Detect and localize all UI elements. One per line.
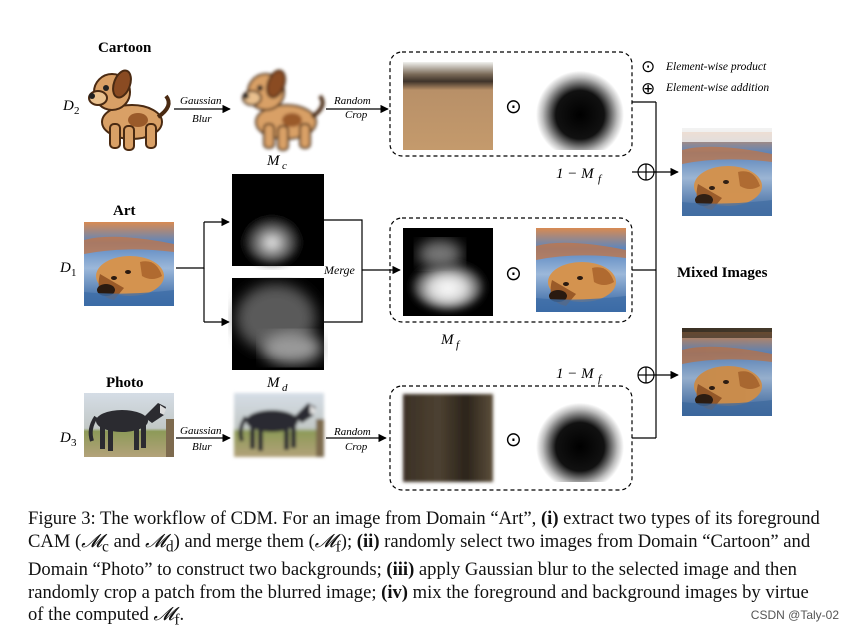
product-symbol-bottom: ⊙ xyxy=(505,427,522,451)
svg-text:M: M xyxy=(266,375,281,391)
mf-label: M f xyxy=(440,332,461,351)
cartoon-title: Cartoon xyxy=(98,40,152,56)
top-mix-box xyxy=(389,51,633,157)
art-title: Art xyxy=(113,203,136,219)
blurred-cartoon-dog-image xyxy=(241,66,325,152)
split-line xyxy=(176,222,205,269)
svg-text:M: M xyxy=(440,332,455,348)
photo-horse-image xyxy=(82,391,176,459)
art-dog-image xyxy=(84,222,174,306)
d1-label: D 1 xyxy=(59,260,77,279)
svg-text:2: 2 xyxy=(74,105,80,117)
merge-label: Merge xyxy=(323,263,356,277)
svg-text:1 − M: 1 − M xyxy=(556,166,595,182)
d3-label: D 3 xyxy=(59,430,77,449)
svg-text:D: D xyxy=(59,260,71,276)
product-symbol-middle: ⊙ xyxy=(505,261,522,285)
svg-text:1: 1 xyxy=(71,267,77,279)
mixed-image-bottom xyxy=(682,328,772,416)
legend-product-label: Element-wise product xyxy=(665,61,767,73)
legend-addition-symbol: ⊕ xyxy=(641,79,655,99)
gaussian-label-bottom: Gaussian xyxy=(180,425,222,437)
inverse-mask-bottom xyxy=(536,394,624,482)
watermark: CSDN @Taly-02 xyxy=(750,608,839,622)
blur-label-bottom: Blur xyxy=(192,441,212,453)
one-minus-mf-top: 1 − M f xyxy=(556,166,603,185)
legend-addition-label: Element-wise addition xyxy=(665,82,769,94)
inverse-mask-top xyxy=(536,62,624,150)
svg-text:c: c xyxy=(282,160,287,172)
workflow-diagram: Cartoon D 2 Gaussian Blur Random Crop ⊙ … xyxy=(59,40,772,491)
svg-text:f: f xyxy=(456,339,461,351)
svg-text:f: f xyxy=(598,373,603,385)
svg-text:M: M xyxy=(266,153,281,169)
blur-label-top: Blur xyxy=(192,113,212,125)
md-mask-image xyxy=(232,278,324,370)
svg-text:D: D xyxy=(62,98,74,114)
merge-label-bg xyxy=(324,262,360,278)
merge-lines xyxy=(324,219,363,323)
cartoon-crop-patch xyxy=(403,62,493,150)
svg-text:f: f xyxy=(598,173,603,185)
one-minus-mf-bottom: 1 − M f xyxy=(556,366,603,385)
legend-product-symbol: ⊙ xyxy=(641,57,655,77)
random-label-top: Random xyxy=(333,95,371,107)
mc-mask-image xyxy=(232,174,324,266)
blurred-horse-image xyxy=(232,391,326,459)
random-label-bottom: Random xyxy=(333,426,371,438)
photo-title: Photo xyxy=(106,375,144,391)
mf-mask-image xyxy=(403,228,493,316)
crop-label-top: Crop xyxy=(345,109,368,121)
cartoon-dog-image xyxy=(87,66,171,152)
mixed-images-label: Mixed Images xyxy=(677,265,768,281)
svg-text:D: D xyxy=(59,430,71,446)
gaussian-label-top: Gaussian xyxy=(180,95,222,107)
d2-label: D 2 xyxy=(62,98,80,117)
mc-label: M c xyxy=(266,153,287,172)
crop-label-bottom: Crop xyxy=(345,441,368,453)
svg-text:1 − M: 1 − M xyxy=(556,366,595,382)
product-symbol-top: ⊙ xyxy=(505,94,522,118)
figure-caption: Figure 3: The workflow of CDM. For an im… xyxy=(28,508,820,629)
photo-crop-patch xyxy=(403,394,493,482)
svg-text:3: 3 xyxy=(71,437,77,449)
art-dog-in-box xyxy=(536,228,626,312)
mixed-image-top xyxy=(682,128,772,216)
md-label: M d xyxy=(266,375,288,394)
svg-text:d: d xyxy=(282,382,288,394)
